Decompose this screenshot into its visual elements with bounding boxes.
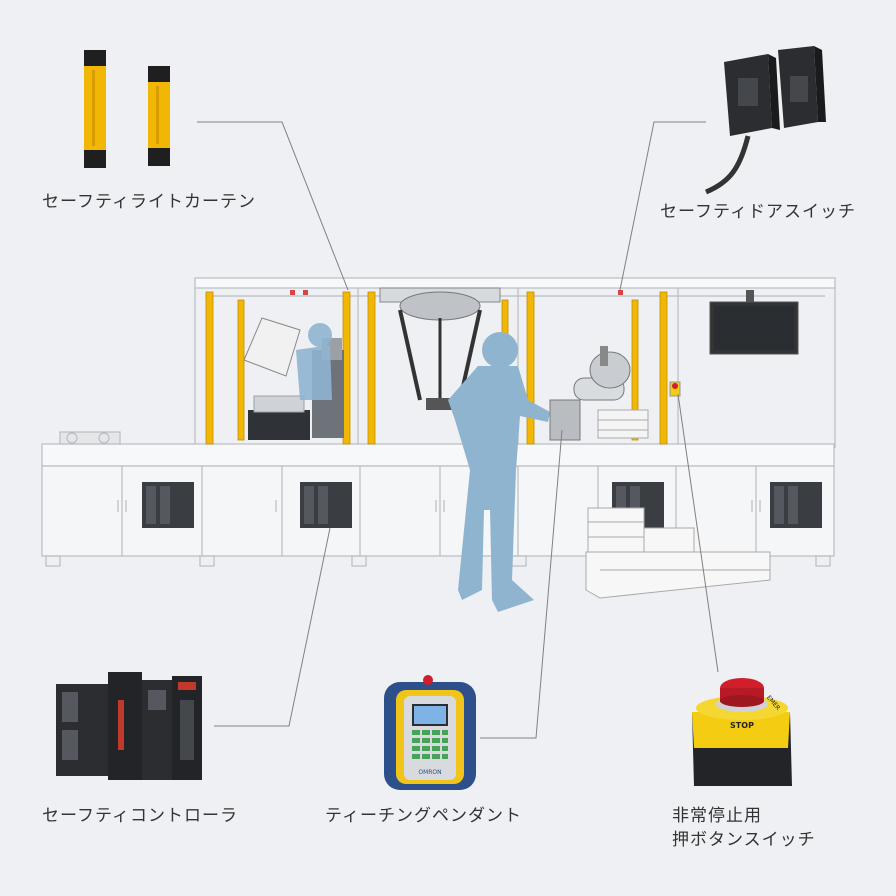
label-emergency-stop: 非常停止用 押ボタンスイッチ	[672, 804, 816, 852]
delta-robot	[379, 287, 501, 410]
callout-line-door-switch	[619, 121, 706, 291]
callout-line-light-curtain	[197, 121, 349, 291]
callout-line-estop	[677, 393, 719, 673]
top-indicators	[290, 290, 623, 295]
label-safety-light-curtain: セーフティライトカーテン	[42, 192, 256, 212]
monitor	[709, 290, 799, 355]
operator-silhouette	[448, 332, 550, 612]
safety-light-curtain-product	[84, 50, 170, 168]
label-teaching-pendant: ティーチングペンダント	[325, 806, 522, 826]
cabinet-controllers	[142, 482, 822, 528]
cell-1-equipment	[243, 317, 344, 440]
callout-line-pendant	[480, 429, 563, 739]
pendant-estop-icon	[423, 675, 433, 685]
callout-lines	[197, 121, 719, 739]
pallet	[585, 507, 771, 599]
scara-robot	[549, 346, 649, 441]
machine-estop-button	[672, 383, 678, 389]
estop-sign-text: STOP	[730, 721, 754, 730]
emergency-stop-product: STOP EMER	[692, 678, 792, 786]
teaching-pendant-product: OMRON	[384, 675, 476, 790]
label-emergency-stop-line2: 押ボタンスイッチ	[672, 830, 816, 850]
pendant-brand-text: OMRON	[418, 769, 441, 776]
safety-controller-product	[56, 672, 202, 780]
label-emergency-stop-line1: 非常停止用	[672, 806, 762, 826]
label-safety-controller: セーフティコントローラ	[42, 806, 238, 826]
label-safety-door-switch: セーフティドアスイッチ	[660, 202, 856, 222]
callout-line-controller	[214, 527, 331, 727]
safety-door-switch-product	[705, 46, 826, 195]
